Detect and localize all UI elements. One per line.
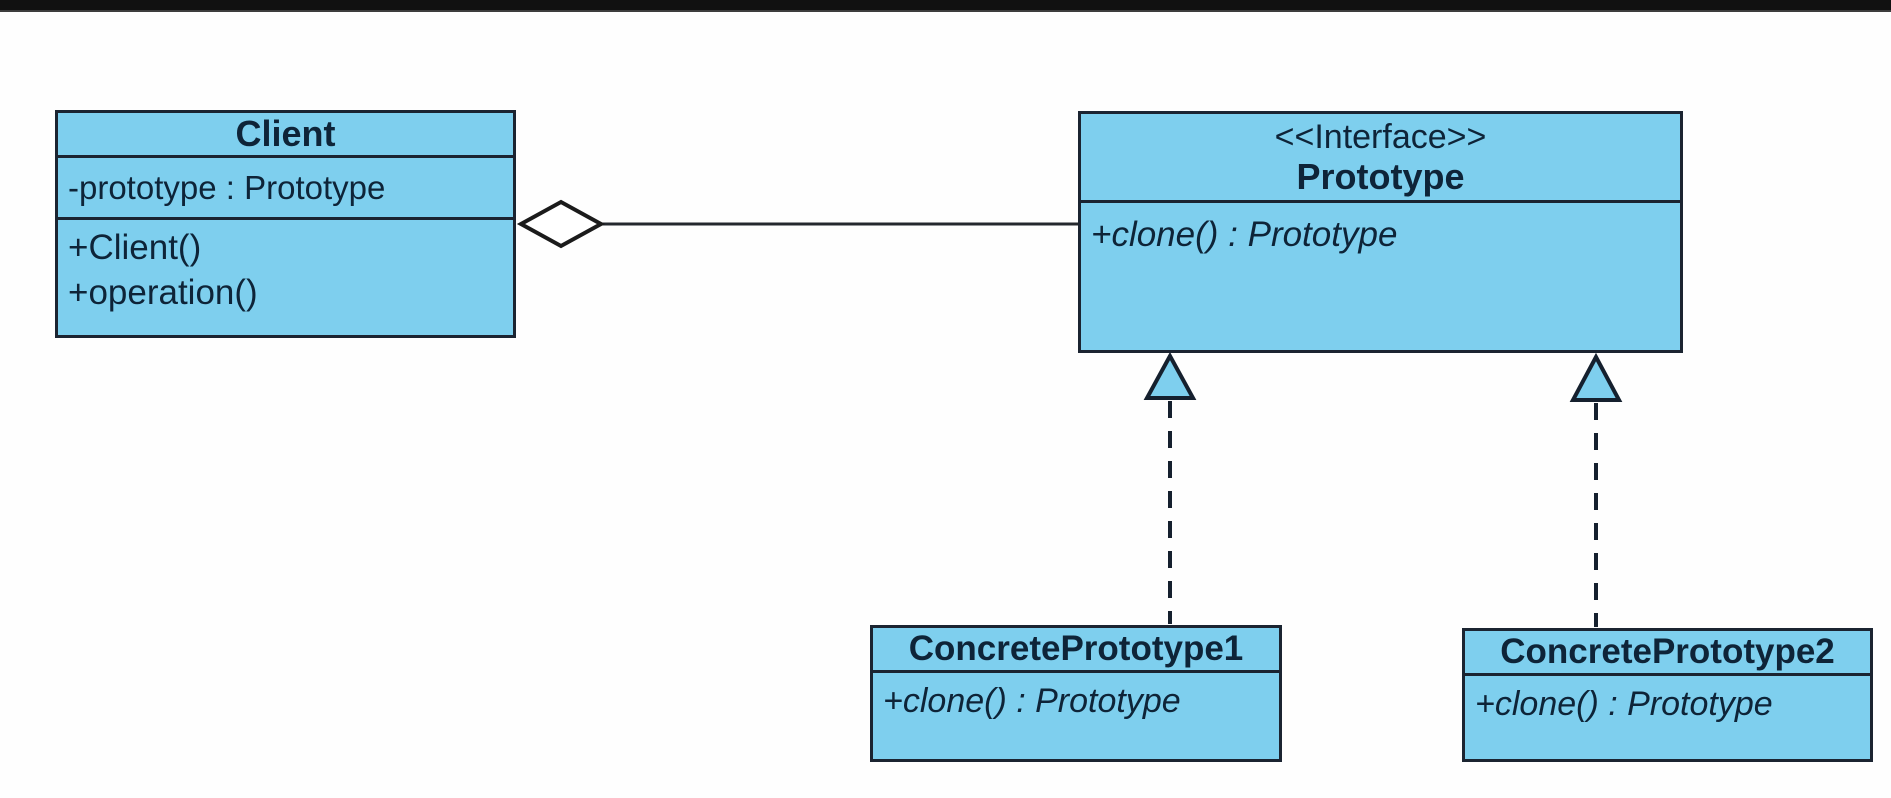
interface-stereotype: <<Interface>> <box>1274 118 1487 156</box>
class-method: +clone() : Prototype <box>1475 685 1773 723</box>
class-title: Prototype <box>1296 156 1465 197</box>
class-methods: +clone() : Prototype <box>1465 676 1870 724</box>
class-method: +operation() <box>68 273 258 312</box>
class-attribute: -prototype : Prototype <box>58 158 513 220</box>
class-methods: +Client() +operation() <box>58 220 513 315</box>
class-title: ConcretePrototype1 <box>873 628 1279 673</box>
realization-arrowhead-2-icon <box>1569 352 1623 402</box>
realization-arrowhead-1-icon <box>1143 351 1197 400</box>
class-method: +Client() <box>68 228 202 267</box>
class-title: Client <box>58 113 513 158</box>
aggregation-diamond-icon <box>516 199 606 249</box>
class-box-concrete-prototype-1: ConcretePrototype1 +clone() : Prototype <box>870 625 1282 762</box>
class-box-concrete-prototype-2: ConcretePrototype2 +clone() : Prototype <box>1462 628 1873 762</box>
interface-header: <<Interface>> Prototype <box>1081 114 1680 203</box>
class-box-prototype: <<Interface>> Prototype +clone() : Proto… <box>1078 111 1683 353</box>
class-box-client: Client -prototype : Prototype +Client() … <box>55 110 516 338</box>
class-method: +clone() : Prototype <box>1091 215 1398 254</box>
letterbox-bar <box>0 0 1891 12</box>
class-method: +clone() : Prototype <box>883 682 1181 720</box>
class-methods: +clone() : Prototype <box>1081 203 1680 255</box>
class-methods: +clone() : Prototype <box>873 673 1279 721</box>
class-title: ConcretePrototype2 <box>1465 631 1870 676</box>
